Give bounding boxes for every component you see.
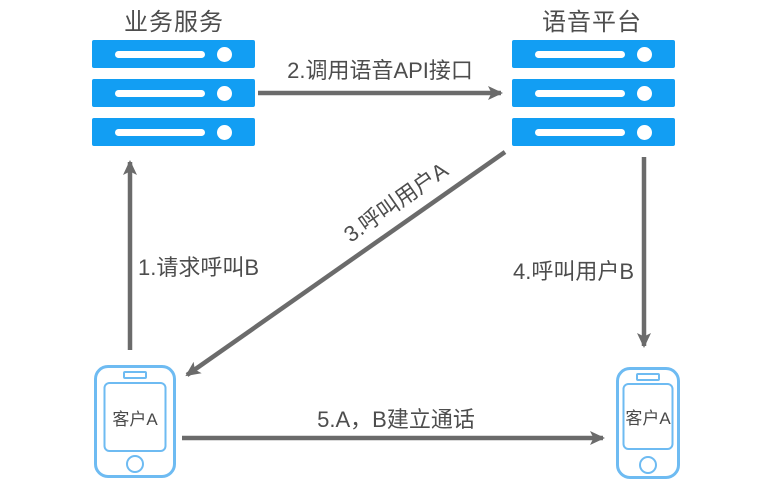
server-bar	[92, 40, 255, 68]
phone-speaker	[636, 373, 660, 381]
server-led-dot	[637, 124, 652, 140]
client-phone-left-icon: 客户A	[94, 365, 176, 478]
phone-screen: 客户A	[103, 382, 167, 452]
business-server-icon	[92, 40, 255, 157]
arrow-3-label: 3.呼叫用户A	[339, 157, 453, 248]
business-server-title: 业务服务	[124, 9, 224, 36]
voice-platform-icon	[512, 40, 675, 157]
arrow-4-label: 4.呼叫用户B	[513, 259, 635, 284]
client-phone-right-icon: 客户A	[616, 367, 680, 479]
arrow-2-label: 2.调用语音API接口	[287, 58, 473, 83]
server-slot	[535, 128, 625, 136]
server-bar	[512, 79, 675, 107]
server-bar	[512, 118, 675, 146]
client-right-label: 客户A	[625, 409, 671, 428]
server-bar	[92, 118, 255, 146]
server-slot	[115, 128, 205, 136]
server-led-dot	[217, 85, 232, 101]
server-led-dot	[637, 85, 652, 101]
server-slot	[535, 50, 625, 58]
server-slot	[115, 50, 205, 58]
server-bar	[92, 79, 255, 107]
client-left-label: 客户A	[112, 409, 158, 429]
server-bar	[512, 40, 675, 68]
phone-screen: 客户A	[622, 383, 674, 450]
server-led-dot	[217, 46, 232, 62]
phone-home-button	[639, 456, 657, 474]
server-slot	[115, 89, 205, 97]
voice-platform-title: 语音平台	[542, 9, 642, 36]
phone-speaker	[123, 371, 147, 379]
server-led-dot	[217, 124, 232, 140]
phone-home-button	[126, 455, 144, 473]
server-slot	[535, 89, 625, 97]
arrow-5-label: 5.A，B建立通话	[317, 407, 475, 432]
server-led-dot	[637, 46, 652, 62]
arrow-1-label: 1.请求呼叫B	[138, 255, 260, 280]
